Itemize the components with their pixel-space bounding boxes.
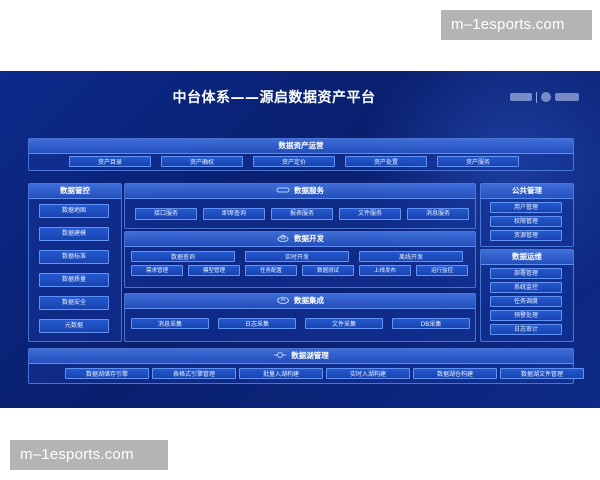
data-lake-item: 数据湖储存引擎	[65, 368, 149, 379]
asset-ops-item: 资产处置	[345, 156, 427, 167]
asset-ops-item: 资产服务	[437, 156, 519, 167]
data-service-section: 数据服务 接口服务即席查询报表服务文件服务消息服务	[124, 183, 476, 229]
data-control-item: 数据安全	[39, 296, 109, 310]
data-integration-title-text: 数据集成	[294, 296, 324, 305]
asset-ops-item: 资产定价	[253, 156, 335, 167]
data-dev-subitem: 运行监控	[416, 265, 468, 276]
public-mgmt-item: 资源管理	[490, 230, 562, 241]
cloud-integration-icon	[277, 297, 289, 304]
data-control-item: 数据质量	[39, 273, 109, 287]
data-lake-section: 数据湖管理 数据湖储存引擎表格式引擎管理批量入湖构建实时入湖构建数据湖仓构建数据…	[28, 348, 584, 384]
data-control-item: 元数据	[39, 319, 109, 333]
public-mgmt-item: 权限管理	[490, 216, 562, 227]
watermark-bottom: m–1esports.com	[10, 440, 168, 470]
data-ops-section: 数据运维 部署管理系统监控任务调度预警处理日志审计	[480, 249, 574, 342]
data-dev-title-text: 数据开发	[294, 234, 324, 243]
brand-logo	[510, 91, 584, 103]
data-dev-item: 实时开发	[245, 251, 349, 262]
data-dev-subitem: 模型管理	[188, 265, 240, 276]
public-mgmt-section: 公共管理 用户管理权限管理资源管理	[480, 183, 574, 247]
data-lake-item: 表格式引擎管理	[152, 368, 236, 379]
asset-ops-title: 数据资产运营	[29, 139, 573, 154]
data-control-section: 数据管控 数据地图数据建模数据标准数据质量数据安全元数据	[28, 183, 122, 342]
data-dev-item: 数据查询	[131, 251, 235, 262]
data-ops-item: 任务调度	[490, 296, 562, 307]
data-lake-title-text: 数据湖管理	[291, 351, 329, 360]
data-control-title: 数据管控	[29, 184, 121, 199]
cloud-dev-icon	[277, 234, 289, 242]
data-service-item: 消息服务	[407, 208, 469, 220]
data-lake-title: 数据湖管理	[29, 349, 573, 364]
data-control-item: 数据地图	[39, 204, 109, 218]
architecture-diagram: 中台体系——源启数据资产平台 数据资产运营 资产目录资产确权资产定价资产处置资产…	[0, 71, 600, 408]
data-ops-title: 数据运维	[481, 250, 573, 265]
data-lake-item: 批量入湖构建	[239, 368, 323, 379]
data-service-item: 接口服务	[135, 208, 197, 220]
public-mgmt-title: 公共管理	[481, 184, 573, 199]
data-service-item: 文件服务	[339, 208, 401, 220]
asset-ops-item: 资产确权	[161, 156, 243, 167]
lake-icon	[274, 352, 287, 358]
data-control-item: 数据标准	[39, 250, 109, 264]
data-dev-title: 数据开发	[125, 232, 475, 247]
public-mgmt-item: 用户管理	[490, 202, 562, 213]
data-integration-item: 日志采集	[218, 318, 296, 329]
diagram-title: 中台体系——源启数据资产平台	[172, 90, 376, 106]
data-service-item: 即席查询	[203, 208, 265, 220]
data-dev-item: 离线开发	[359, 251, 463, 262]
data-ops-item: 预警处理	[490, 310, 562, 321]
data-dev-subitem: 任务配置	[245, 265, 297, 276]
data-integration-item: 消息采集	[131, 318, 209, 329]
data-lake-item: 实时入湖构建	[326, 368, 410, 379]
data-integration-item: DB采集	[392, 318, 470, 329]
data-ops-item: 部署管理	[490, 268, 562, 279]
data-integration-item: 文件采集	[305, 318, 383, 329]
data-service-title: 数据服务	[125, 184, 475, 199]
data-ops-item: 系统监控	[490, 282, 562, 293]
data-dev-subitem: 需求管理	[131, 265, 183, 276]
data-control-item: 数据建模	[39, 227, 109, 241]
data-integration-title: 数据集成	[125, 294, 475, 309]
data-lake-item: 数据湖文件管理	[500, 368, 584, 379]
data-integration-section: 数据集成 消息采集日志采集文件采集 DB采集	[124, 293, 476, 342]
data-service-item: 报表服务	[271, 208, 333, 220]
service-icon	[276, 187, 290, 193]
data-service-title-text: 数据服务	[294, 186, 324, 195]
data-lake-item: 数据湖仓构建	[413, 368, 497, 379]
asset-ops-section: 数据资产运营 资产目录资产确权资产定价资产处置资产服务	[28, 138, 574, 171]
data-dev-section: 数据开发 数据查询实时开发离线开发 需求管理模型管理任务配置数据测试上线发布运行…	[124, 231, 476, 288]
data-dev-subitem: 数据测试	[302, 265, 354, 276]
data-ops-item: 日志审计	[490, 324, 562, 335]
data-dev-subitem: 上线发布	[359, 265, 411, 276]
watermark-top: m–1esports.com	[441, 10, 592, 40]
asset-ops-item: 资产目录	[69, 156, 151, 167]
